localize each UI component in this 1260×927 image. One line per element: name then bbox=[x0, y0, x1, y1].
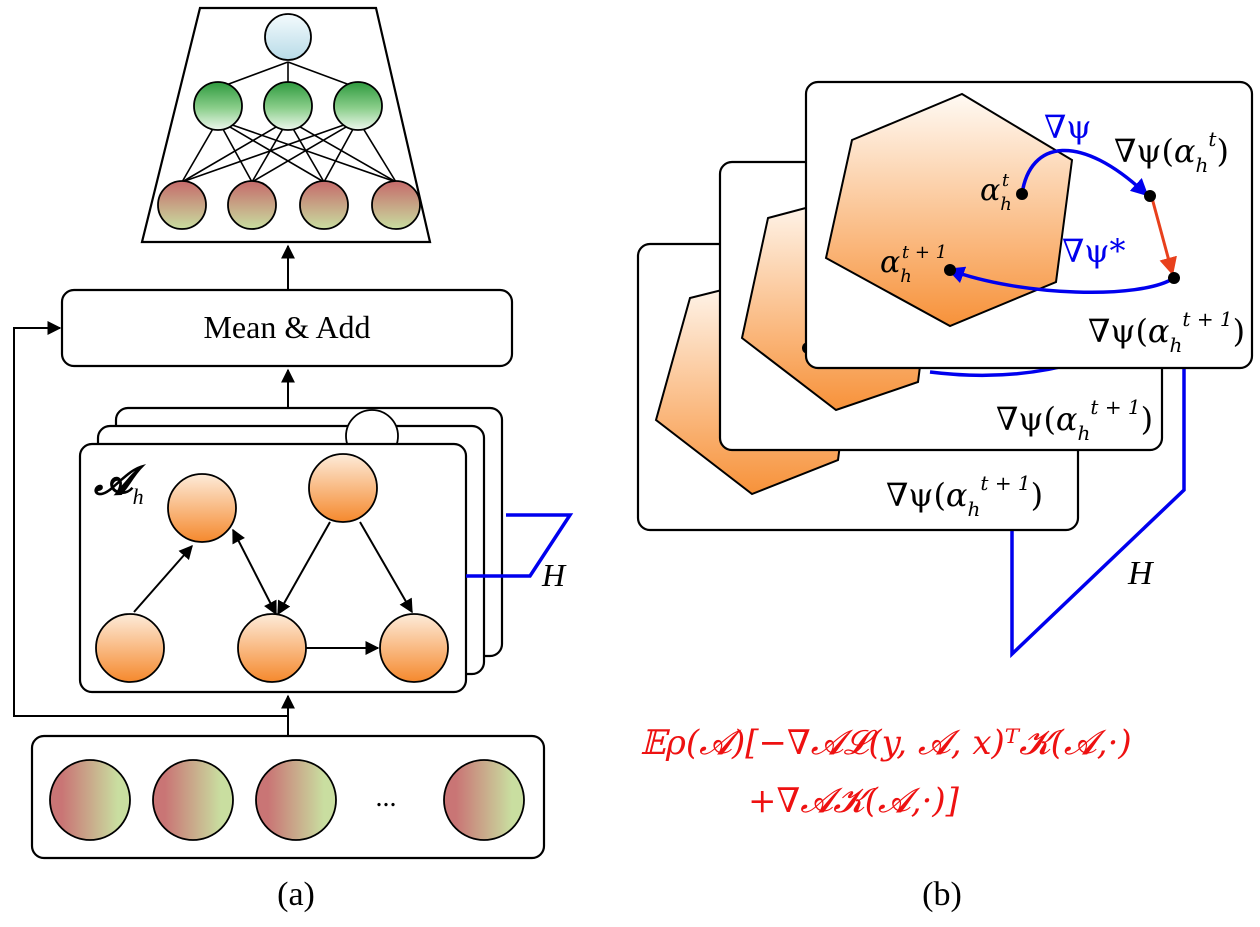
alpha-t-point bbox=[1016, 188, 1028, 200]
mlp-output-node bbox=[264, 13, 312, 61]
graph-node bbox=[237, 613, 307, 683]
svgd-formula-line1: 𝔼ρ(𝓐)[−∇𝓐𝓛(y, 𝓐, x)ᵀ𝓚(𝓐,·) bbox=[640, 723, 1132, 763]
mlp-input-node bbox=[227, 180, 277, 230]
correction-arrow bbox=[1150, 197, 1177, 276]
mlp-hidden-node bbox=[333, 81, 383, 131]
mlp-hidden-node bbox=[193, 81, 243, 131]
alpha-t-label: αht bbox=[980, 170, 1012, 215]
middle-card-label: ∇ψ(αht + 1) bbox=[996, 395, 1153, 445]
mapped-point-t bbox=[1144, 190, 1156, 202]
graph-node bbox=[308, 453, 378, 523]
graph-edges bbox=[133, 521, 413, 655]
mlp-input-node bbox=[299, 180, 349, 230]
embedding-node bbox=[49, 759, 131, 841]
back-card-label: ∇ψ(αht + 1) bbox=[886, 471, 1043, 521]
nabla-psi-star-label: ∇ψ* bbox=[1062, 232, 1125, 270]
front-card-label-bottom: ∇ψ(αht + 1) bbox=[1088, 307, 1245, 357]
graph-node bbox=[167, 473, 237, 543]
mean-add-box bbox=[60, 288, 514, 368]
h-bracket-b bbox=[1010, 366, 1186, 659]
h-bracket-a bbox=[466, 513, 574, 578]
caption-a: (a) bbox=[277, 876, 315, 913]
mean-add-label: Mean & Add bbox=[203, 309, 370, 345]
alpha-t1-point bbox=[944, 264, 956, 276]
mapped-point-t1 bbox=[1168, 272, 1180, 284]
embedding-node bbox=[152, 759, 234, 841]
hexagon-front bbox=[824, 92, 1074, 328]
svgd-formula-line2: +∇𝓐𝓚(𝓐,·)] bbox=[748, 781, 960, 821]
panel-b: H ∇ψ(αht + 1) ∇ψ(αht + 1) ∇ψ ∇ψ* αht αht… bbox=[636, 80, 1254, 913]
ellipsis: ... bbox=[376, 782, 397, 813]
skip-connection bbox=[13, 321, 288, 717]
caption-b: (b) bbox=[922, 876, 962, 913]
alpha-t1-label: αht + 1 bbox=[880, 242, 947, 287]
mlp-input-node bbox=[157, 180, 207, 230]
graph-node bbox=[95, 613, 165, 683]
embedding-node bbox=[443, 759, 525, 841]
embedding-node bbox=[255, 759, 337, 841]
h-label-b: H bbox=[1127, 555, 1155, 592]
h-label-a: H bbox=[541, 557, 567, 593]
inverse-map-arrow bbox=[946, 266, 1175, 295]
mlp-input-node bbox=[371, 180, 421, 230]
mlp-hidden-node bbox=[263, 81, 313, 131]
graph-node bbox=[379, 613, 449, 683]
front-card-label-top: ∇ψ(αht) bbox=[1114, 127, 1229, 177]
panel-a: Mean & Add H 𝓐h bbox=[13, 6, 574, 913]
gradient-map-arrow bbox=[1020, 148, 1149, 197]
nabla-psi-label: ∇ψ bbox=[1044, 108, 1091, 146]
mlp-edges bbox=[181, 61, 397, 183]
